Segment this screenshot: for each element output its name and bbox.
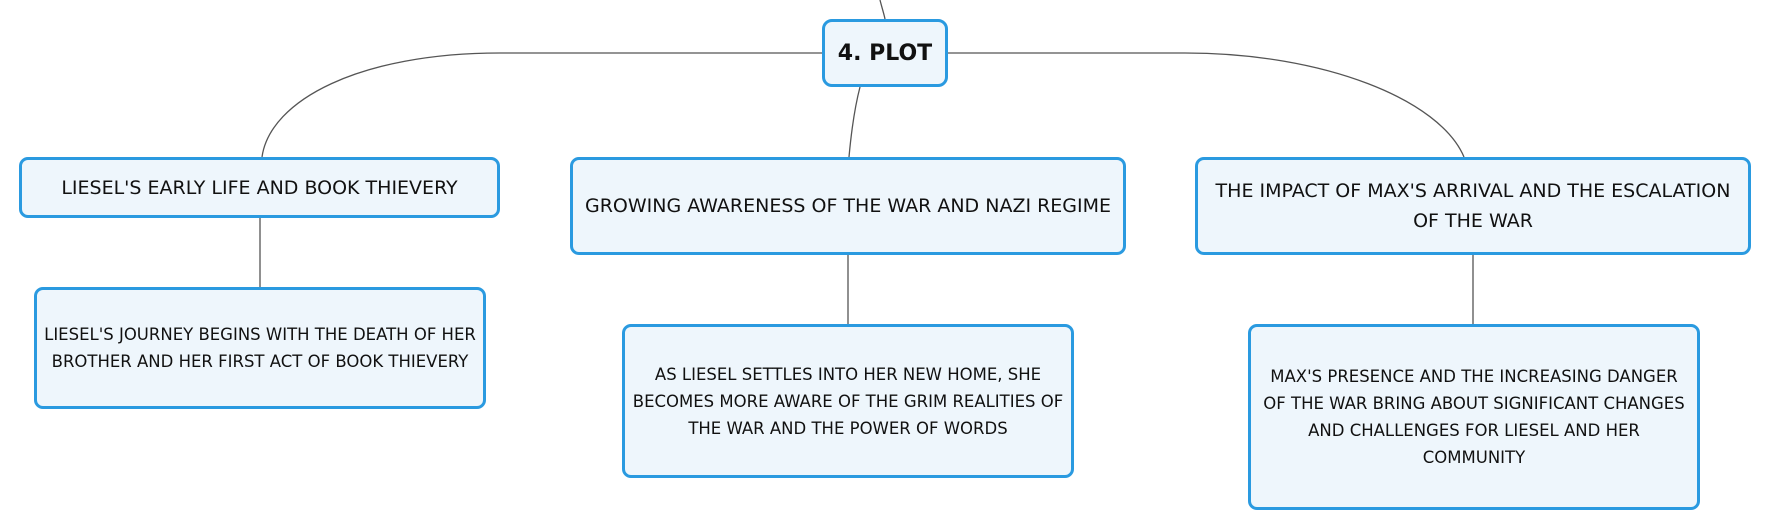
topic-node-growing-awareness[interactable]: GROWING AWARENESS OF THE WAR AND NAZI RE…	[570, 157, 1126, 255]
topic-node-label: GROWING AWARENESS OF THE WAR AND NAZI RE…	[584, 195, 1112, 217]
connector-incoming-root	[879, 0, 886, 20]
detail-node-text: LIESEL'S JOURNEY BEGINS WITH THE DEATH O…	[44, 325, 476, 371]
topic-node-label: THE IMPACT OF MAX'S ARRIVAL AND THE ESCA…	[1215, 180, 1731, 232]
connector-root-to-topic-3	[948, 52, 1465, 158]
root-node-label: 4. PLOT	[837, 40, 933, 66]
topic-node-label: LIESEL'S EARLY LIFE AND BOOK THIEVERY	[61, 176, 458, 199]
topic-node-early-life[interactable]: LIESEL'S EARLY LIFE AND BOOK THIEVERY	[19, 157, 500, 218]
connector-root-to-topic-1	[261, 52, 822, 158]
connector-root-to-topic-2	[848, 86, 861, 158]
detail-node-max-arrival[interactable]: MAX'S PRESENCE AND THE INCREASING DANGER…	[1248, 324, 1700, 510]
detail-node-early-life[interactable]: LIESEL'S JOURNEY BEGINS WITH THE DEATH O…	[34, 287, 486, 409]
detail-node-growing-awareness[interactable]: AS LIESEL SETTLES INTO HER NEW HOME, SHE…	[622, 324, 1074, 478]
detail-node-text: MAX'S PRESENCE AND THE INCREASING DANGER…	[1263, 367, 1685, 467]
root-node-plot[interactable]: 4. PLOT	[822, 19, 948, 87]
detail-node-text: AS LIESEL SETTLES INTO HER NEW HOME, SHE…	[632, 364, 1064, 438]
topic-node-max-arrival[interactable]: THE IMPACT OF MAX'S ARRIVAL AND THE ESCA…	[1195, 157, 1751, 255]
